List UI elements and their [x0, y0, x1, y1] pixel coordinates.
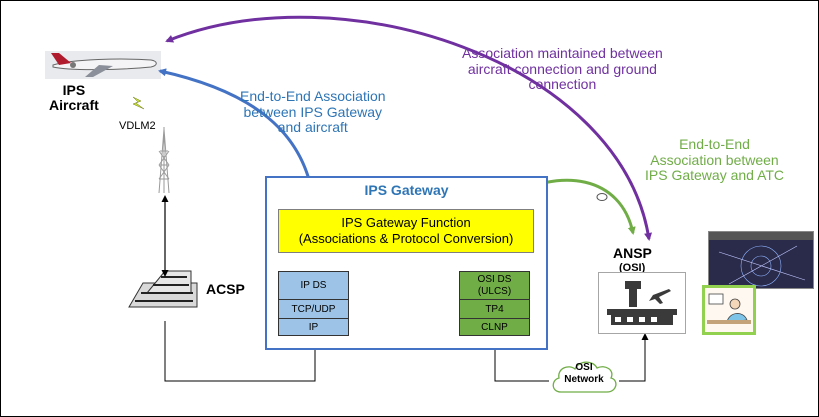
aircraft-label: IPS Aircraft [49, 83, 99, 112]
purple-annotation: Association maintained between aircraft … [462, 45, 663, 93]
aircraft-label-line2: Aircraft [49, 96, 99, 113]
osi-network-label: OSI Network [547, 362, 621, 386]
green-annotation-line1: End-to-End [679, 136, 750, 152]
ip-ds-cell: IP DS [279, 272, 348, 299]
green-annotation-line3: IPS Gateway and ATC [645, 167, 785, 184]
osi-network-line2: Network [564, 374, 604, 385]
aircraft-image [45, 51, 161, 79]
blue-annotation-line1: End-to-End Association [240, 88, 386, 104]
aircraft-label-line1: IPS [62, 82, 86, 98]
clnp-cell: CLNP [460, 318, 529, 335]
lightning-icon [132, 96, 145, 110]
ip-cell: IP [279, 318, 348, 335]
purple-annotation-line1: Association maintained between [462, 45, 663, 61]
green-annotation: End-to-End Association between IPS Gatew… [645, 136, 785, 184]
purple-annotation-line2: aircraft connection and ground [467, 60, 657, 77]
osi-network-line1: OSI [575, 362, 593, 373]
radar-display-image [708, 231, 814, 289]
ip-protocol-stack: IP DS TCP/UDP IP [278, 271, 349, 336]
osi-ds-cell: OSI DS (ULCS) [460, 272, 529, 299]
antenna-tower-icon [158, 127, 170, 194]
osi-network-cloud-icon [552, 361, 617, 393]
gateway-function-line1: IPS Gateway Function [341, 214, 471, 230]
ips-gateway-box: IPS Gateway IPS Gateway Function (Associ… [265, 176, 548, 350]
acsp-label: ACSP [206, 281, 245, 297]
osi-ds-line2: (ULCS) [477, 285, 512, 297]
blue-annotation-line3: and aircraft [277, 119, 348, 136]
osi-ds-line1: OSI DS [477, 274, 512, 285]
gateway-function-box: IPS Gateway Function (Associations & Pro… [278, 209, 534, 253]
ansp-label: ANSP [613, 245, 652, 261]
green-annotation-line2: Association between [650, 151, 779, 168]
osi-protocol-stack: OSI DS (ULCS) TP4 CLNP [459, 271, 530, 336]
gateway-title: IPS Gateway [364, 182, 449, 198]
tp4-cell: TP4 [460, 299, 529, 318]
blue-annotation-line2: between IPS Gateway [243, 103, 383, 120]
ansp-sublabel: (OSI) [619, 262, 646, 274]
purple-annotation-line3: connection [528, 76, 597, 93]
atc-facility-image [598, 272, 686, 334]
vdl-label: VDLM2 [119, 120, 156, 132]
acsp-building-icon [128, 270, 198, 308]
tcp-udp-cell: TCP/UDP [279, 299, 348, 318]
controller-desk-image [702, 285, 756, 335]
blue-annotation: End-to-End Association between IPS Gatew… [240, 88, 386, 136]
gateway-function-line2: (Associations & Protocol Conversion) [298, 231, 514, 246]
